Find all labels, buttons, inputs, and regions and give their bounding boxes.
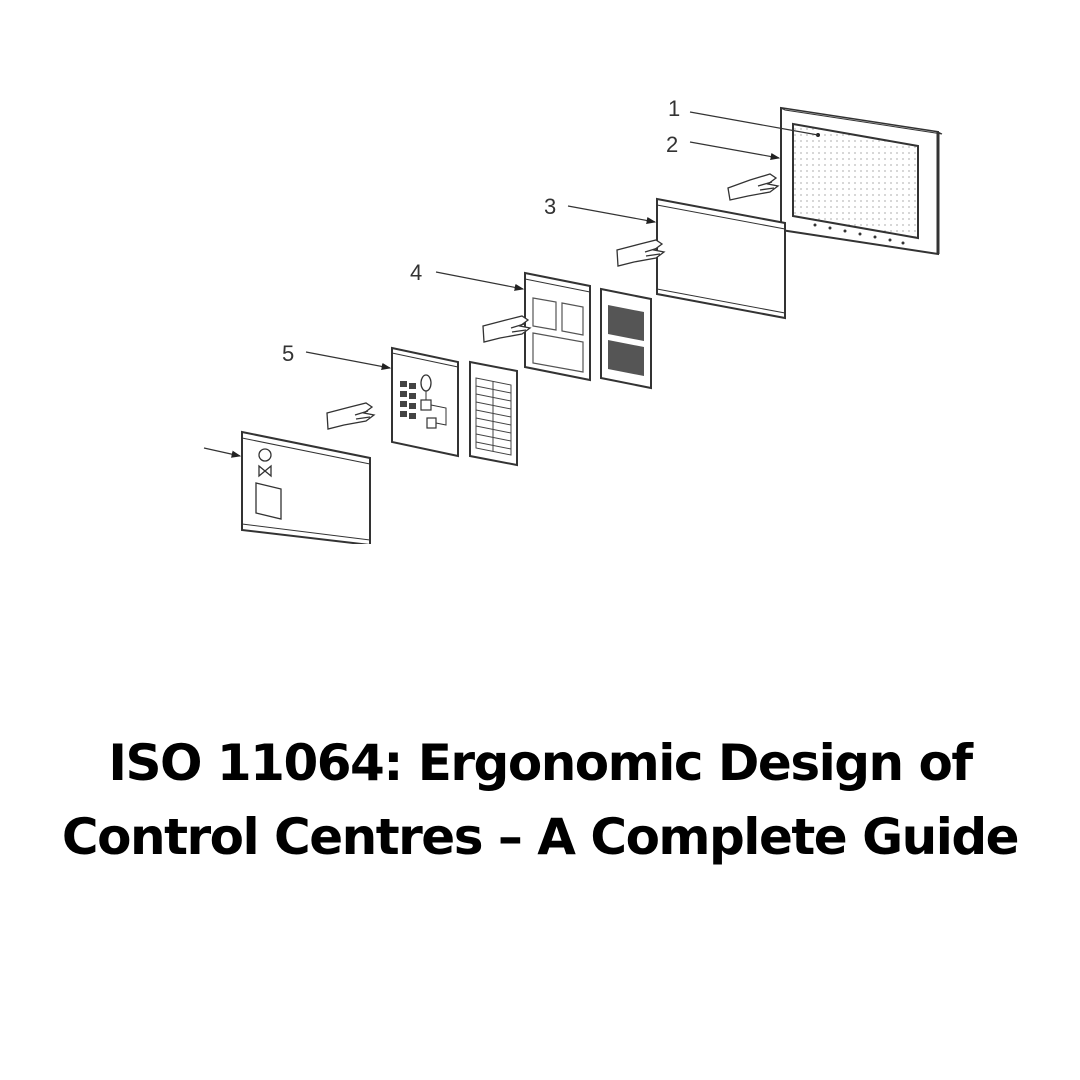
callout-1: 1 xyxy=(668,96,819,136)
svg-text:1: 1 xyxy=(668,96,680,121)
hand-icon xyxy=(616,239,666,267)
callout-arrow xyxy=(203,447,242,458)
callout-2: 2 xyxy=(666,132,781,161)
callout-5: 5 xyxy=(282,341,392,370)
svg-text:2: 2 xyxy=(666,132,678,157)
panel-5-side xyxy=(469,360,518,467)
callout-4: 4 xyxy=(410,260,525,291)
panel-4 xyxy=(524,271,591,382)
hand-icon xyxy=(727,173,780,201)
panel-4-side xyxy=(600,287,652,390)
panel-5 xyxy=(391,346,459,458)
hand-icon xyxy=(326,402,376,430)
page-title: ISO 11064: Ergonomic Design of Control C… xyxy=(0,726,1080,874)
hand-icon xyxy=(482,315,532,343)
exploded-diagram: 1 2 3 xyxy=(203,96,943,547)
monitor-panel xyxy=(780,106,943,256)
panel-3 xyxy=(656,197,786,320)
callout-3: 3 xyxy=(544,194,657,225)
title-line-1: ISO 11064: Ergonomic Design of xyxy=(108,734,973,792)
svg-text:4: 4 xyxy=(410,260,422,285)
panel-6 xyxy=(241,430,371,547)
title-line-2: Control Centres – A Complete Guide xyxy=(61,808,1020,866)
svg-text:5: 5 xyxy=(282,341,294,366)
svg-text:3: 3 xyxy=(544,194,556,219)
